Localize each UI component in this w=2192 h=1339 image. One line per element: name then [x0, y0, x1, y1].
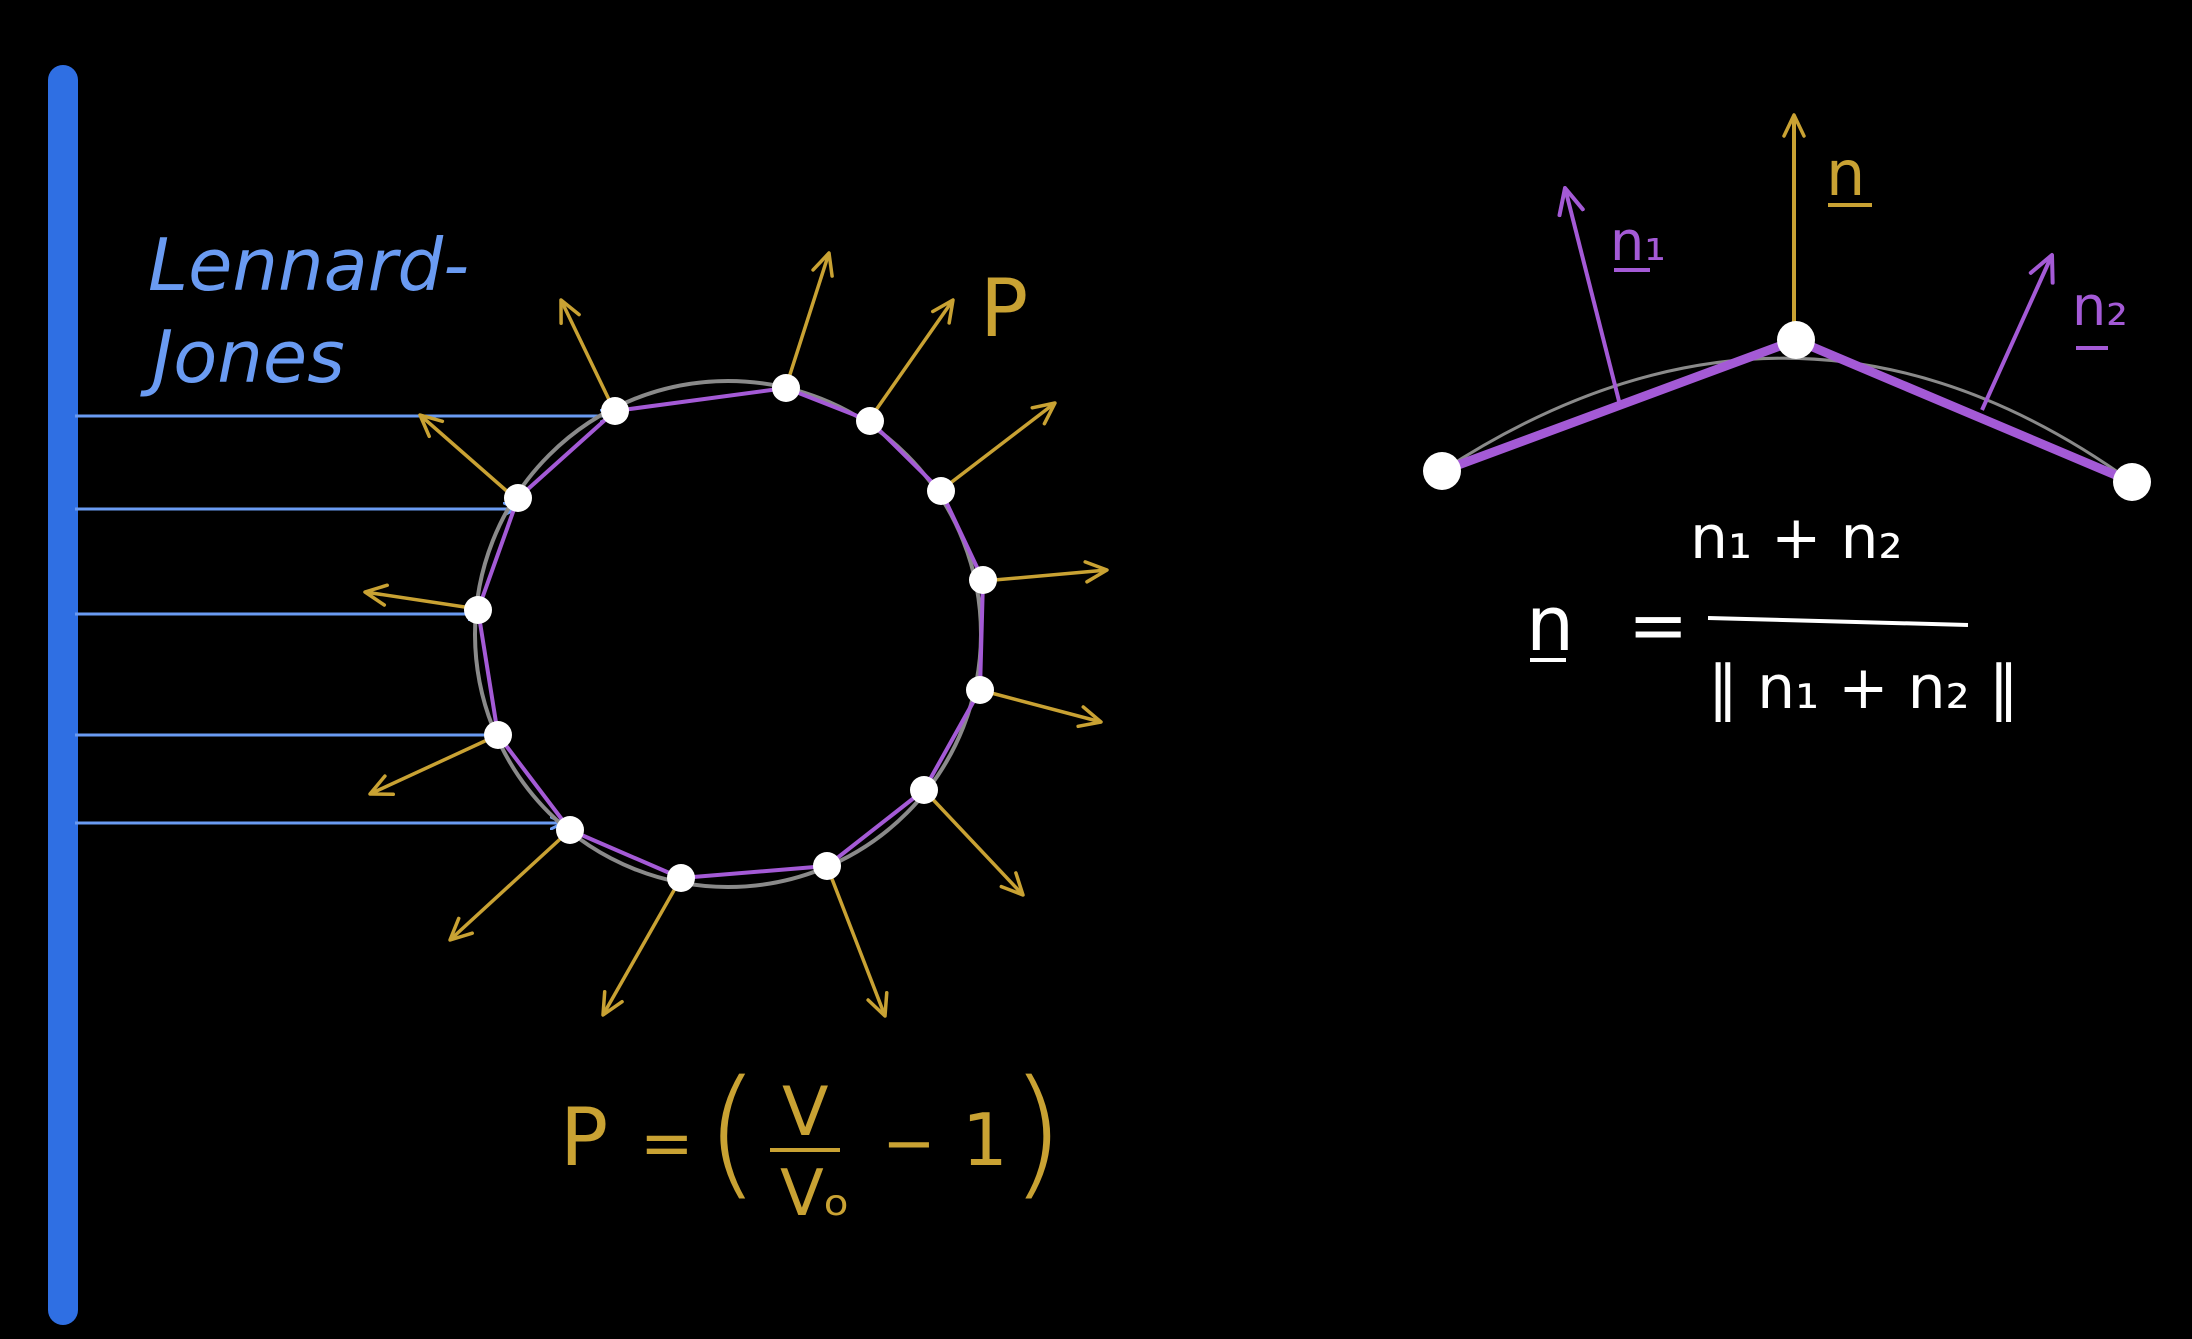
normal-formula-equals: = — [1628, 583, 1688, 667]
pressure-arrow — [979, 688, 1103, 729]
pressure-formula-close-paren: ) — [1010, 1051, 1065, 1214]
pressure-formula-denominator: Vₒ — [780, 1157, 850, 1231]
normal-edge-left — [1437, 335, 1801, 476]
normal-formula-numerator: n₁ + n₂ — [1690, 503, 1903, 573]
membrane-nodes — [464, 374, 997, 892]
lennard-jones-arrows — [75, 416, 612, 823]
membrane-node — [813, 852, 841, 880]
pressure-force-arrows — [363, 251, 1109, 1018]
pressure-formula: P = ( V Vₒ − 1 ) — [560, 1051, 1065, 1231]
pressure-arrow — [368, 733, 499, 797]
membrane-node — [856, 407, 884, 435]
normal-formula: n = n₁ + n₂ ‖ n₁ + n₂ ‖ — [1526, 503, 2019, 723]
membrane-node — [484, 721, 512, 749]
edge-normal-arrow-n1 — [1557, 186, 1622, 406]
membrane-polygon — [476, 386, 985, 880]
pressure-arrow — [559, 298, 616, 411]
membrane-node — [667, 864, 695, 892]
normal-diagram: n n₁ n₂ — [1423, 113, 2151, 501]
pressure-label: P — [980, 262, 1028, 355]
pressure-formula-numerator: V — [782, 1073, 829, 1152]
pressure-arrow — [448, 828, 572, 942]
vertex-normal-label: n — [1826, 137, 1865, 210]
pressure-formula-lhs: P — [560, 1091, 608, 1184]
pressure-formula-equals: = — [640, 1107, 694, 1181]
pressure-arrow — [922, 788, 1025, 897]
lennard-jones-label-line2: Jones — [140, 315, 345, 399]
membrane-node — [927, 477, 955, 505]
membrane-node — [910, 776, 938, 804]
pressure-arrow — [867, 298, 955, 422]
membrane-node — [601, 397, 629, 425]
membrane-node — [966, 676, 994, 704]
membrane-node — [504, 484, 532, 512]
edge-normal-label-n1: n₁ — [1610, 210, 1666, 273]
normal-formula-fraction-bar — [1707, 616, 1969, 627]
pressure-arrow — [982, 560, 1109, 584]
pressure-formula-minus: − — [882, 1107, 936, 1181]
pressure-arrow — [418, 413, 519, 502]
pressure-arrow — [363, 583, 479, 611]
membrane-node — [969, 566, 997, 594]
normal-arc — [1441, 356, 2133, 484]
pressure-formula-open-paren: ( — [705, 1051, 760, 1214]
normal-node-left — [1423, 452, 1461, 490]
pressure-arrow — [783, 251, 834, 391]
pressure-formula-one: 1 — [962, 1098, 1008, 1182]
membrane-node — [464, 596, 492, 624]
lennard-jones-label-line1: Lennard- — [148, 223, 469, 307]
membrane-node — [772, 374, 800, 402]
pressure-arrow — [601, 877, 683, 1017]
normal-node-right — [2113, 463, 2151, 501]
pressure-arrow — [825, 865, 889, 1018]
normal-node-center — [1777, 321, 1815, 359]
normal-formula-lhs: n — [1526, 579, 1574, 668]
normal-formula-denominator: ‖ n₁ + n₂ ‖ — [1708, 653, 2019, 723]
edge-normal-label-n2: n₂ — [2072, 275, 2128, 338]
normal-edge-right — [1791, 335, 2137, 487]
edge-normal-arrow-n2 — [1980, 253, 2055, 411]
pressure-arrow — [938, 401, 1057, 493]
membrane-node — [556, 816, 584, 844]
